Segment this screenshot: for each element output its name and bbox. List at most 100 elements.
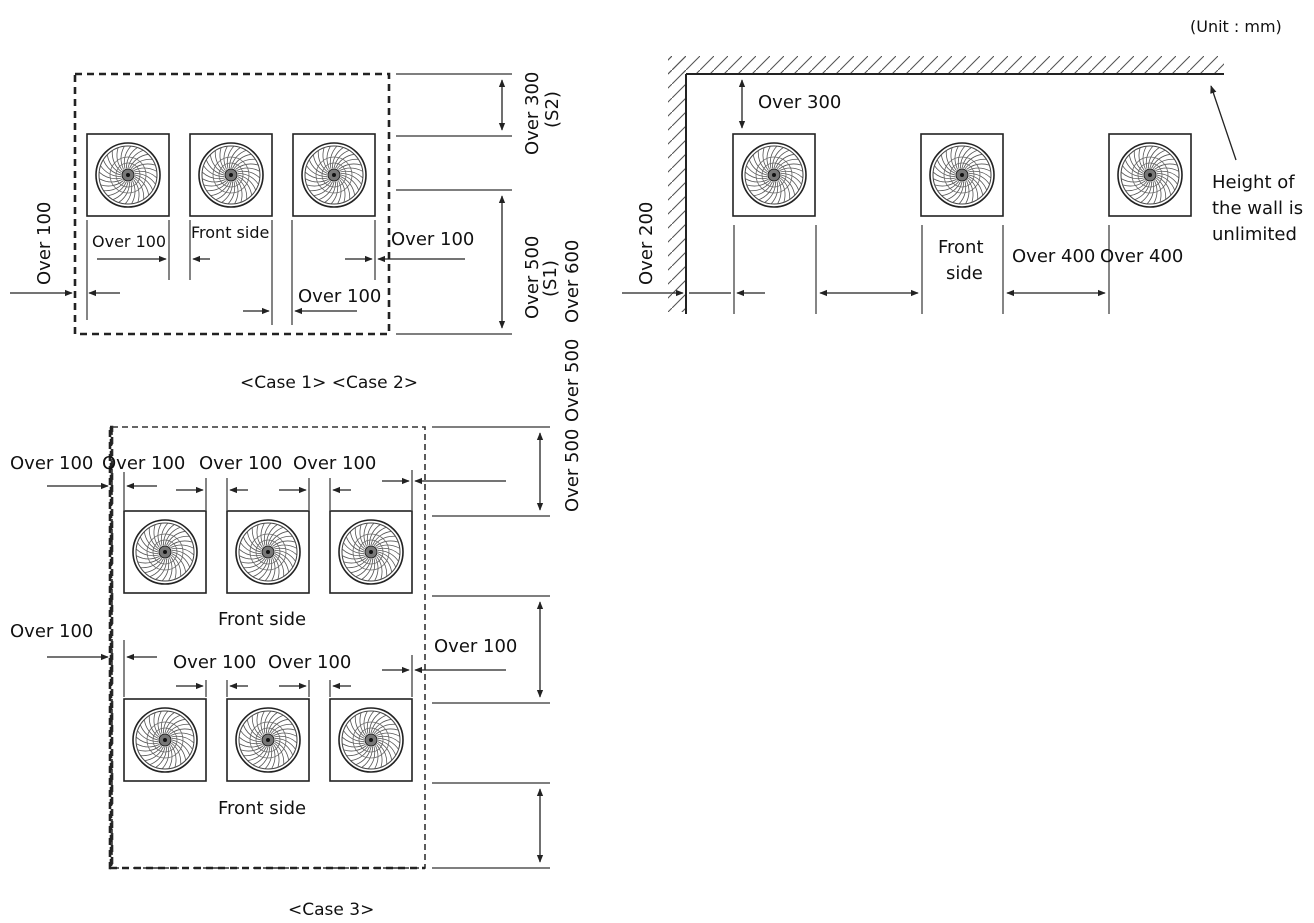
fan-inner-ring [358, 539, 384, 565]
fan-blade [375, 728, 399, 735]
fan-blade [134, 176, 150, 196]
fan-blade [237, 170, 261, 179]
fan-blade [157, 711, 162, 735]
fan-blade [163, 524, 175, 546]
fan-inner-ring [358, 727, 384, 753]
fan-hub-center [772, 173, 776, 177]
fan-blade [313, 181, 333, 197]
fan-blade [373, 723, 396, 734]
fan-blade [258, 558, 270, 580]
wall-hatch-left [668, 56, 686, 312]
fan-blade [170, 556, 177, 580]
fan-blade [1125, 181, 1148, 192]
fan-blade [744, 171, 768, 180]
fan-blade [777, 180, 782, 204]
fan-blade [1154, 163, 1178, 170]
fan-blade [349, 531, 365, 551]
fan-blade [230, 149, 247, 169]
fan-blade [100, 180, 124, 187]
fan-blade [133, 167, 157, 172]
fan-unit [226, 698, 310, 782]
fan-blade [1134, 181, 1151, 201]
fan-blade [370, 526, 387, 546]
fan-blade [118, 181, 130, 203]
fan-blade [1140, 181, 1152, 203]
fan-blade [107, 181, 127, 197]
case-1-2-group: Over 100 Over 100 Front side Over 100 Ov… [10, 72, 583, 393]
fan-blade [171, 741, 187, 761]
fan-blade [263, 522, 272, 546]
fan-blade [776, 158, 799, 169]
label-over-500-b: Over 500 [562, 339, 583, 422]
fan-blade [143, 719, 159, 739]
fan-blade [124, 181, 133, 205]
fan-inner-ring [755, 156, 793, 194]
fan-blade [746, 165, 768, 177]
fan-blade [135, 736, 159, 745]
fan-blade [247, 558, 267, 574]
fan-ring [201, 145, 261, 205]
fan-blade [359, 712, 366, 736]
fan-unit [292, 133, 376, 217]
fan-blade [131, 180, 136, 204]
label-row1-over-100-d: Over 100 [293, 453, 376, 474]
case-1-2-boundary [73, 72, 391, 336]
fan-inner-ring [352, 721, 390, 759]
fan-blade [968, 170, 992, 179]
fan-blade [258, 746, 270, 768]
fan-blade [274, 742, 285, 765]
fan-blade [270, 723, 293, 734]
fan-blade [111, 150, 122, 173]
wall-hatch-top [668, 56, 1224, 74]
fan-blade [354, 715, 365, 738]
fan-blade [376, 544, 400, 549]
fan-blade [171, 554, 182, 577]
fan-hub-center [229, 173, 233, 177]
fan-blade [361, 746, 373, 768]
fan-blade [968, 173, 990, 185]
fan-blade [238, 736, 262, 745]
unit-label: (Unit : mm) [1190, 17, 1282, 36]
fan-blade [345, 536, 365, 553]
fan-blade [354, 527, 365, 550]
fan-blade [963, 153, 983, 169]
fan-blade [130, 158, 153, 169]
fan-blade [171, 738, 193, 750]
fan-blade [933, 178, 957, 183]
fan-blade [1138, 147, 1145, 171]
fan-blade [235, 163, 259, 170]
fan-blade [377, 738, 399, 750]
fan-unit [86, 133, 170, 217]
fan-blade [243, 558, 266, 569]
fan-blade [961, 149, 978, 169]
fan-blade [340, 176, 356, 196]
label-row1-over-100-b: Over 100 [102, 453, 185, 474]
fan-blade [333, 149, 350, 169]
fan-blade [274, 550, 296, 562]
fan-blade [140, 558, 163, 569]
fan-blade [355, 558, 372, 578]
fan-blade [210, 181, 230, 197]
fan-inner-ring [352, 533, 390, 571]
fan-blade [1156, 176, 1172, 196]
fan-blade [369, 524, 381, 546]
fan-blade [170, 732, 194, 737]
wall-case-group: Over 300 Over 200 Front side Over 400 Ov… [622, 56, 1303, 314]
fan-hub-center [332, 173, 336, 177]
fan-blade [1148, 147, 1160, 169]
fan-blade [341, 736, 365, 745]
fan-blade [778, 163, 802, 170]
fan-blade [264, 746, 273, 770]
fan-blade [273, 744, 280, 768]
label-front-side-1: Front side [218, 609, 306, 630]
fan-blade [126, 147, 138, 169]
fan-blade [171, 551, 191, 568]
fan-blade [967, 167, 991, 172]
fan-blade [132, 163, 156, 170]
fan-blade [350, 558, 370, 574]
fan-blade [936, 159, 956, 176]
fan-blade [330, 181, 339, 205]
fan-blade [769, 145, 778, 169]
height-note-pointer [1210, 85, 1237, 161]
fan-blade [153, 712, 160, 736]
